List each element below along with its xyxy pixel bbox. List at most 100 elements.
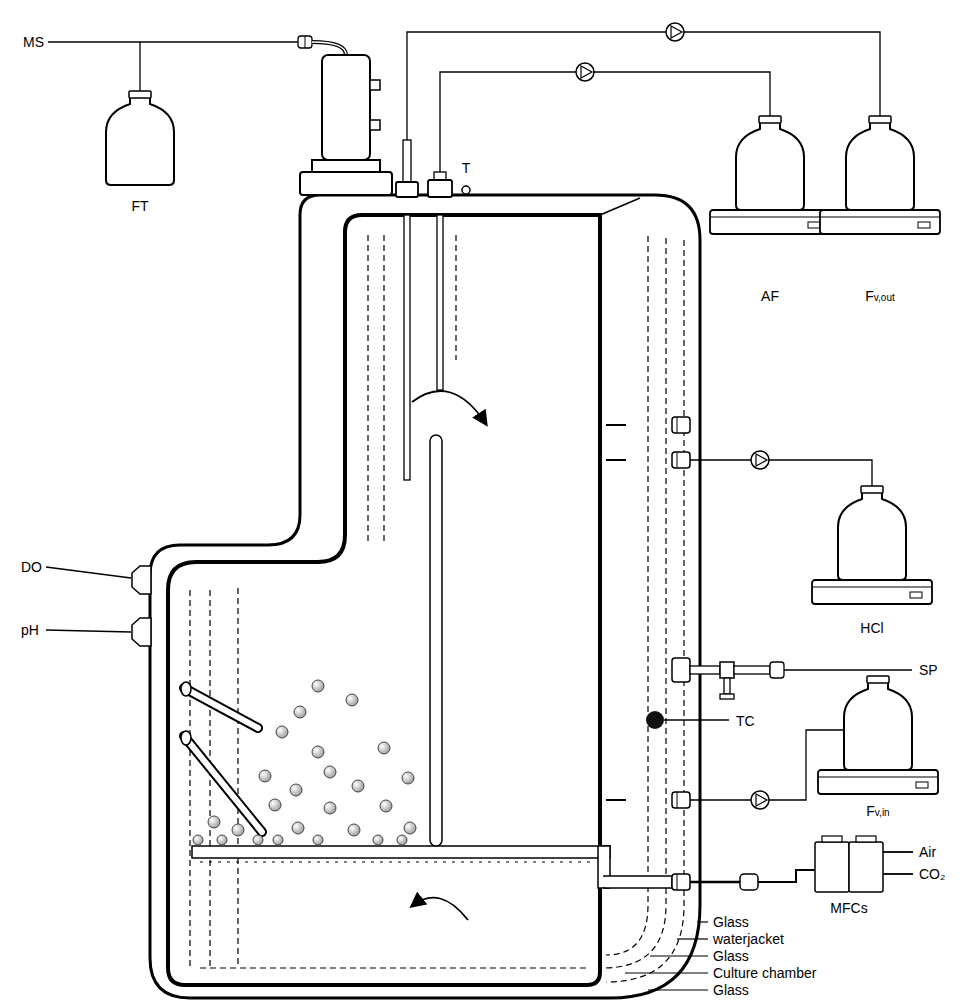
- port-fitting: [672, 417, 690, 433]
- pump-symbol: [751, 791, 769, 809]
- gas-bubble: [312, 680, 324, 692]
- sampling-port: [690, 666, 720, 674]
- gas-bubble: [402, 772, 414, 784]
- condenser: [322, 55, 370, 160]
- bottle: [736, 116, 804, 210]
- port-fitting: [672, 452, 690, 468]
- vessel-label: FT: [130, 198, 149, 214]
- bottle: [106, 91, 174, 185]
- gas-label: CO₂: [918, 866, 946, 882]
- gas-filter: [740, 874, 758, 890]
- depth-line: [200, 967, 590, 968]
- mass-flow-controller: [822, 836, 842, 842]
- sampling-valve: [720, 694, 734, 699]
- gas-bubble: [324, 766, 336, 778]
- depth-line: [455, 235, 456, 360]
- depth-line: [367, 235, 368, 545]
- top-port: [428, 180, 452, 197]
- gas-filter: [298, 36, 312, 48]
- probe: [184, 736, 262, 832]
- gas-bubble: [397, 835, 407, 845]
- waterjacket-line: [606, 240, 684, 982]
- sensor-label: pH: [20, 622, 40, 638]
- gas-filter: [305, 36, 306, 48]
- layer-label: Glass: [712, 948, 750, 964]
- sampling-port: [734, 666, 770, 674]
- leader-line: [664, 719, 729, 720]
- sparger-pipe: [192, 846, 610, 858]
- pump-symbol: [666, 23, 684, 41]
- leader-line: [625, 972, 708, 973]
- gas-bubble: [312, 746, 324, 758]
- balance: [812, 580, 932, 604]
- layer-label: Glass: [712, 982, 750, 998]
- depth-line: [209, 590, 210, 966]
- sampling-valve: [720, 662, 734, 678]
- vessel-label: Fv,out: [864, 288, 896, 304]
- temperature-port: [462, 186, 470, 194]
- pump-symbol: [751, 451, 769, 469]
- gas-filter: [770, 662, 784, 678]
- gas-line: [690, 881, 740, 884]
- gas-bubble: [232, 824, 244, 836]
- gas-bubble: [404, 822, 416, 834]
- gas-bubble: [290, 784, 302, 796]
- leader-line: [650, 955, 708, 956]
- sparger-pipe: [604, 876, 672, 888]
- layer-label: Culture chamber: [712, 965, 818, 981]
- leader-line: [46, 630, 131, 632]
- leader-line: [648, 989, 708, 990]
- flow-arrow: [412, 898, 468, 920]
- condenser-nozzle: [370, 120, 380, 130]
- condenser-nozzle: [370, 80, 380, 90]
- gas-bubble: [208, 816, 220, 828]
- dip-tube: [437, 215, 443, 390]
- gas-bubble: [313, 835, 323, 845]
- dip-tube: [404, 215, 410, 480]
- leader-line: [677, 938, 708, 939]
- sampling-port: [672, 658, 690, 682]
- probe-fitting: [132, 618, 151, 646]
- sampling-port: [672, 658, 912, 699]
- layer-label: Glass: [712, 914, 750, 930]
- gas-line: [758, 870, 815, 882]
- port-pin: [606, 459, 626, 461]
- tubing: [690, 460, 872, 486]
- mass-flow-controller: [849, 842, 883, 892]
- mass-flow-controller: [856, 836, 876, 842]
- leader-line: [784, 669, 912, 670]
- depth-line: [383, 235, 384, 545]
- sparger-pipe: [599, 847, 609, 857]
- outer-glass: [150, 195, 700, 998]
- gas-bubble: [348, 824, 360, 836]
- device-label: MFCs: [829, 900, 868, 916]
- gas-bubble: [253, 835, 263, 845]
- gas-bubble: [378, 742, 390, 754]
- thermocouple: [646, 711, 664, 729]
- port-tube: [403, 140, 411, 182]
- gas-bubble: [193, 835, 203, 845]
- vessel-label: Fv,in: [865, 803, 890, 819]
- gas-bubble: [276, 726, 288, 738]
- condenser-tube: [312, 42, 346, 55]
- vessel-label: AF: [760, 288, 780, 304]
- gas-line: [139, 42, 140, 91]
- port-pin: [606, 799, 626, 801]
- leader-line: [697, 921, 708, 922]
- probe-ring: [181, 682, 191, 696]
- sampling-valve: [724, 678, 730, 694]
- probe: [184, 688, 258, 728]
- gas-bubble: [269, 799, 281, 811]
- vessel-label: HCl: [859, 620, 884, 636]
- gas-line: [883, 851, 913, 853]
- top-edge: [600, 198, 640, 215]
- gas-bubble: [294, 706, 306, 718]
- sparger-holes: [200, 861, 590, 862]
- bottle: [844, 676, 912, 770]
- culture-chamber-wall: [168, 215, 600, 985]
- probe-ring: [181, 731, 191, 745]
- tubing: [440, 72, 770, 172]
